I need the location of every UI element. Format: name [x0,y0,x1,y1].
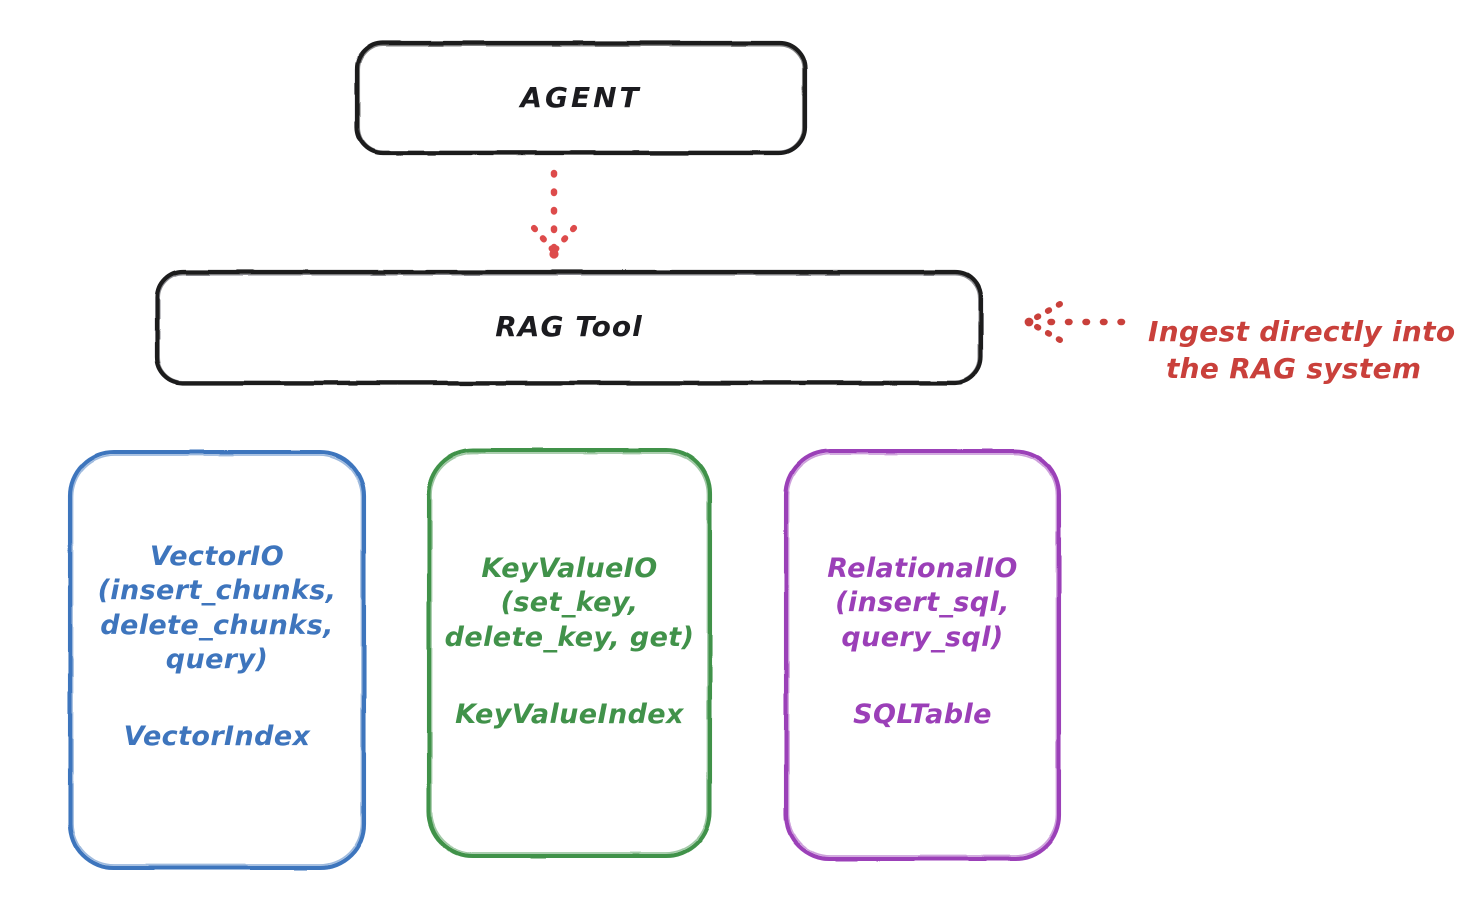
vector-io-content: VectorIO (insert_chunks, delete_chunks, … [68,540,366,751]
node-rag-tool[interactable]: RAG Tool [156,271,982,384]
relational-io-api-label: RelationalIO (insert_sql, query_sql) [827,553,1018,653]
node-relational-io[interactable]: RelationalIO (insert_sql, query_sql) SQL… [784,449,1061,861]
ingest-annotation: Ingest directly into the RAG system [1148,278,1478,424]
key-value-io-content: KeyValueIO (set_key, delete_key, get) Ke… [427,552,712,729]
node-agent-label: AGENT [520,80,642,114]
node-agent[interactable]: AGENT [356,42,806,154]
relational-io-index-label: SQLTable [853,698,992,730]
vector-io-index-label: VectorIndex [123,720,311,752]
key-value-io-index-label: KeyValueIndex [455,698,684,730]
ingest-arrow [1024,301,1126,343]
agent-to-rag-arrow [530,169,578,259]
node-key-value-io[interactable]: KeyValueIO (set_key, delete_key, get) Ke… [427,448,712,858]
node-rag-tool-label: RAG Tool [495,310,643,344]
node-vector-io[interactable]: VectorIO (insert_chunks, delete_chunks, … [68,450,366,870]
key-value-io-api-label: KeyValueIO (set_key, delete_key, get) [444,553,695,653]
ingest-annotation-line-2: the RAG system [1166,351,1422,385]
ingest-annotation-line-1: Ingest directly into [1148,315,1456,349]
relational-io-content: RelationalIO (insert_sql, query_sql) SQL… [784,552,1061,729]
vector-io-api-label: VectorIO (insert_chunks, delete_chunks, … [97,541,337,675]
